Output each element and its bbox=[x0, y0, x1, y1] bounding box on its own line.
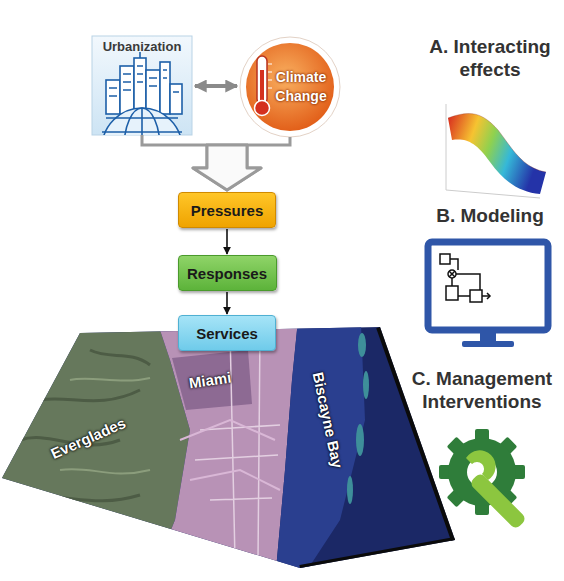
connector bbox=[195, 86, 237, 87]
node-text: Pressures bbox=[191, 202, 264, 219]
panel-heading: B. Modeling bbox=[418, 205, 562, 228]
city-icon bbox=[92, 36, 192, 188]
node-text: Responses bbox=[187, 265, 267, 282]
satellite-map bbox=[0, 300, 564, 581]
connector bbox=[227, 292, 228, 314]
node-text: Climate Change bbox=[270, 68, 332, 106]
panel-heading: C. Management Interventions bbox=[402, 368, 562, 414]
process-box: Services bbox=[178, 315, 276, 351]
process-box: Responses bbox=[178, 255, 277, 291]
surface-plot bbox=[446, 104, 546, 198]
map-label: Miami bbox=[188, 369, 232, 392]
gear-wrench-icon bbox=[439, 429, 527, 530]
climate-circle-icon bbox=[240, 37, 340, 137]
node-text: Urbanization bbox=[92, 36, 192, 54]
map-label: Everglades bbox=[48, 414, 128, 462]
panel-heading: A. Interacting effects bbox=[418, 36, 562, 82]
climate-circle: Climate Change bbox=[240, 37, 340, 137]
process-box: Pressures bbox=[178, 192, 276, 228]
connector bbox=[193, 137, 290, 190]
monitor-icon bbox=[428, 242, 548, 347]
connector bbox=[227, 229, 228, 254]
map-label: Biscayne Bay bbox=[310, 371, 347, 470]
connector bbox=[142, 135, 261, 190]
node-text: Services bbox=[196, 325, 258, 342]
urbanization-box: Urbanization bbox=[92, 36, 192, 135]
